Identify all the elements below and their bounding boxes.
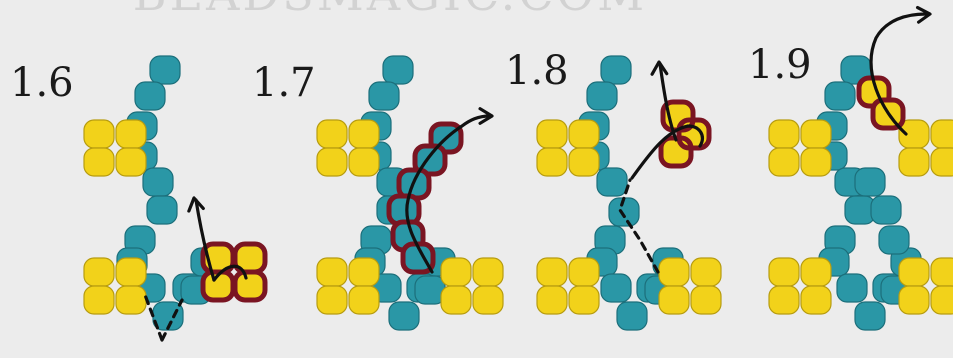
teal-bead [616,301,648,331]
yellow-bead [658,285,690,315]
arrow-head-icon [187,196,205,213]
yellow-bead [348,257,380,287]
step-label-1-9: 1.9 [748,42,812,88]
yellow-bead [83,257,115,287]
teal-bead [596,167,628,197]
yellow-bead [348,147,380,177]
teal-bead [600,55,632,85]
teal-bead [824,81,856,111]
yellow-bead [568,257,600,287]
teal-bead [854,167,886,197]
step-label-1-8: 1.8 [505,48,569,94]
yellow-bead [348,285,380,315]
highlighted-bead-outline [676,117,712,151]
arrow-head-icon [915,5,932,24]
teal-bead [388,301,420,331]
hidden-thread-path [618,178,660,274]
yellow-bead [800,119,832,149]
yellow-bead [536,257,568,287]
hidden-thread-path [143,293,184,342]
yellow-bead [536,285,568,315]
yellow-bead [568,119,600,149]
yellow-bead [316,257,348,287]
teal-bead [134,81,166,111]
teal-bead [878,225,910,255]
arrow-head-icon [478,107,494,125]
thread-path [212,264,248,282]
teal-bead [146,195,178,225]
yellow-bead [930,119,953,149]
yellow-bead [930,147,953,177]
yellow-bead [768,147,800,177]
thread-path [658,62,678,142]
thread-path [869,12,928,136]
yellow-bead [568,285,600,315]
yellow-bead [898,257,930,287]
teal-bead [854,301,886,331]
teal-bead [870,195,902,225]
teal-bead [836,273,868,303]
yellow-bead [316,285,348,315]
teal-bead [586,81,618,111]
yellow-bead [83,285,115,315]
yellow-bead [440,257,472,287]
yellow-bead [316,119,348,149]
yellow-bead [800,285,832,315]
highlighted-bead-outline [232,269,268,303]
yellow-bead [898,285,930,315]
yellow-bead [115,257,147,287]
yellow-bead [83,119,115,149]
teal-bead [600,273,632,303]
thread-path [630,124,704,180]
yellow-bead [472,257,504,287]
step-label-1-7: 1.7 [252,60,316,106]
yellow-bead [768,257,800,287]
yellow-bead [898,147,930,177]
yellow-bead [472,285,504,315]
yellow-bead [930,285,953,315]
yellow-bead [348,119,380,149]
thread-path [405,114,492,274]
highlighted-bead-outline [870,97,906,131]
yellow-bead [800,257,832,287]
yellow-bead [930,257,953,287]
yellow-bead [658,257,690,287]
teal-bead [382,55,414,85]
yellow-bead [316,147,348,177]
teal-bead [368,81,400,111]
step-label-1-6: 1.6 [10,60,74,106]
yellow-bead [568,147,600,177]
thread-path [194,198,216,282]
yellow-bead [83,147,115,177]
yellow-bead [800,147,832,177]
yellow-bead [440,285,472,315]
yellow-bead [536,119,568,149]
teal-bead [142,167,174,197]
yellow-bead [690,257,722,287]
yellow-bead [536,147,568,177]
watermark: BEADSMAGIC.COM [133,0,647,21]
yellow-bead [115,285,147,315]
yellow-bead [115,119,147,149]
yellow-bead [768,285,800,315]
yellow-bead [690,285,722,315]
teal-bead [149,55,181,85]
yellow-bead [115,147,147,177]
yellow-bead [768,119,800,149]
arrow-head-icon [650,60,669,76]
